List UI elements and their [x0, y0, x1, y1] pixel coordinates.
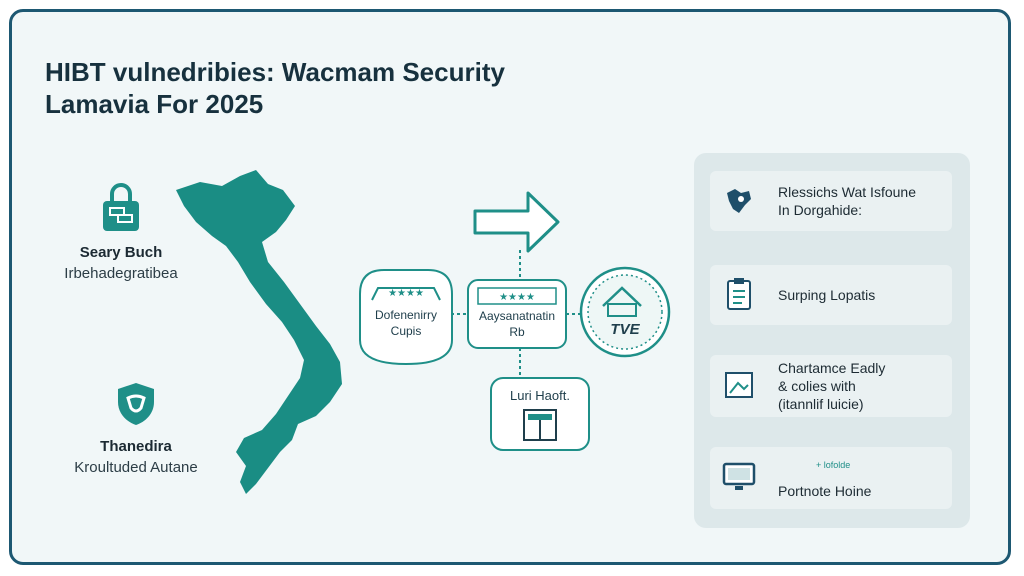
panel-row-2-line-1: Surping Lopatis — [778, 287, 876, 303]
document-icon — [718, 363, 760, 407]
node-4: Luri Haoft. — [490, 377, 590, 451]
title-line-2: Lamavia For 2025 — [45, 89, 264, 119]
monitor-icon — [718, 455, 760, 499]
lock-icon — [103, 183, 139, 231]
panel-row-3-line-3: (itannlif luicie) — [778, 396, 864, 412]
panel-row-1-line-1: Rlessichs Wat Isfoune — [778, 184, 916, 200]
node-2: ★★★★ Aaysanatnatin Rb — [467, 279, 567, 349]
node-3: TVE — [579, 266, 671, 358]
map-icon — [718, 179, 760, 223]
right-arrow-icon — [473, 191, 560, 253]
node-1-line-1: Dofenenirry — [375, 308, 437, 322]
node-2-line-2: Rb — [509, 325, 525, 339]
left-bottom-sub: Kroultuded Autane — [74, 459, 198, 476]
panel-row-4: + lofolde Portnote Hoine — [710, 447, 952, 509]
panel-row-1: Rlessichs Wat Isfoune In Dorgahide: — [710, 171, 952, 231]
country-map — [176, 170, 342, 494]
page-title: HIBT vulnedribies: Wacmam Security Lamav… — [45, 56, 505, 120]
panel-row-4-line-1: Portnote Hoine — [778, 483, 872, 499]
panel-row-2: Surping Lopatis — [710, 265, 952, 325]
house-seal-icon — [602, 286, 642, 317]
node-1-line-2: Cupis — [391, 324, 422, 338]
node-2-line-1: Aaysanatnatin — [479, 309, 555, 323]
title-line-1: HIBT vulnedribies: Wacmam Security — [45, 57, 505, 87]
node-4-label: Luri Haoft. — [510, 388, 570, 403]
left-top-sub: Irbehadegratibea — [64, 265, 178, 282]
panel-row-1-line-2: In Dorgahide: — [778, 202, 863, 218]
node-2-stars: ★★★★ — [499, 292, 535, 303]
shield-icon — [118, 383, 154, 425]
node-1-stars: ★★★★ — [388, 288, 424, 299]
panel-row-3-line-2: & colies with — [778, 378, 856, 394]
left-item-bottom: Thanedira Kroultuded Autane — [46, 380, 226, 476]
checklist-icon — [718, 273, 760, 317]
node-3-label: TVE — [610, 321, 640, 338]
panel-row-3-line-1: Chartamce Eadly — [778, 360, 886, 376]
left-bottom-heading: Thanedira — [100, 438, 172, 455]
node-1: ★★★★ Dofenenirry Cupis — [359, 269, 453, 366]
panel-row-4-badge: + lofolde — [816, 460, 851, 470]
window-icon — [523, 409, 557, 441]
panel-row-3: Chartamce Eadly & colies with (itannlif … — [710, 355, 952, 417]
left-item-top: Seary Buch Irbehadegratibea — [46, 182, 196, 282]
left-top-heading: Seary Buch — [79, 244, 163, 261]
info-panel: Rlessichs Wat Isfoune In Dorgahide: Surp… — [694, 153, 970, 528]
